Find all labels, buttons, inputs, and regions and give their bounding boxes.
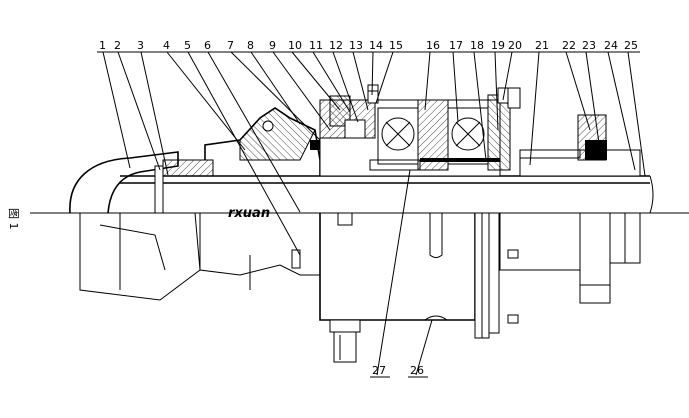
callout-15: 15 <box>389 39 403 52</box>
leader-line-8 <box>250 51 301 125</box>
callout-9: 9 <box>269 39 276 52</box>
leader-line-1 <box>102 51 131 169</box>
callout-27: 27 <box>372 364 386 377</box>
leader-line-10 <box>291 51 341 111</box>
bearing-housing <box>319 84 521 177</box>
shaft <box>30 175 689 214</box>
housing-lower <box>319 212 519 363</box>
leader-line-23 <box>585 51 601 151</box>
callout-13: 13 <box>349 39 363 52</box>
callout-3: 3 <box>137 39 144 52</box>
callout-4: 4 <box>163 39 170 52</box>
callout-7: 7 <box>227 39 234 52</box>
callout-14: 14 <box>369 39 383 52</box>
coupling-hub <box>499 114 641 304</box>
callout-19: 19 <box>491 39 505 52</box>
callout-11: 11 <box>309 39 323 52</box>
leader-line-16 <box>424 51 431 111</box>
leader-line-11 <box>312 51 351 113</box>
callout-24: 24 <box>604 39 618 52</box>
elbow-pipe <box>69 151 201 301</box>
leader-line-13 <box>352 51 369 111</box>
leader-line-12 <box>332 51 359 123</box>
leader-line-7 <box>230 51 321 141</box>
leader-line-18 <box>473 51 487 161</box>
callout-1: 1 <box>99 39 106 52</box>
watermark-text: rxuan <box>228 206 270 221</box>
callout-8: 8 <box>247 39 254 52</box>
leader-line-9 <box>272 51 331 131</box>
leader-line-3 <box>140 51 169 176</box>
leader-line-4 <box>166 51 246 151</box>
callout-5: 5 <box>184 39 191 52</box>
callout-26: 26 <box>410 364 424 377</box>
callout-20: 20 <box>508 39 522 52</box>
leader-line-21 <box>529 51 540 166</box>
leader-line-2 <box>117 51 161 171</box>
callout-22: 22 <box>562 39 576 52</box>
callout-25: 25 <box>624 39 638 52</box>
leader-line-6 <box>207 51 301 213</box>
leader-line-20 <box>502 51 513 101</box>
leader-line-5 <box>187 51 301 256</box>
leader-line-19 <box>494 51 499 131</box>
callout-6: 6 <box>204 39 211 52</box>
callouts-bottom: 27 26 <box>370 169 433 378</box>
callout-23: 23 <box>582 39 596 52</box>
callout-21: 21 <box>535 39 549 52</box>
callout-12: 12 <box>329 39 343 52</box>
figure-label: 图 1 <box>7 208 20 230</box>
leader-line-24 <box>607 51 636 171</box>
housing-left <box>154 107 324 290</box>
leader-line-25 <box>627 51 646 177</box>
callout-10: 10 <box>288 39 302 52</box>
leader-line-15 <box>375 51 394 104</box>
callout-2: 2 <box>114 39 121 52</box>
leader-line-14 <box>371 51 374 96</box>
leader-line-17 <box>452 51 459 123</box>
callout-18: 18 <box>470 39 484 52</box>
leader-line-22 <box>565 51 591 131</box>
callout-16: 16 <box>426 39 440 52</box>
callout-17: 17 <box>449 39 463 52</box>
